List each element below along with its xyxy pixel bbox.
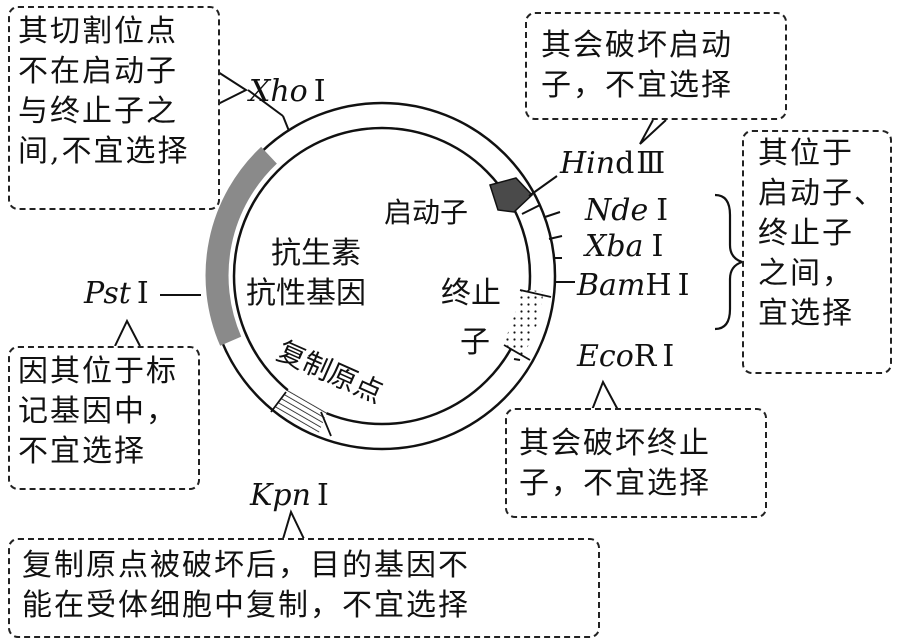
hind-note-pointer: [639, 119, 667, 145]
note-ecor: 其会破坏终止 子，不宜选择: [505, 408, 767, 518]
note-pst: 因其位于标 记基因中， 不宜选择: [8, 346, 200, 490]
antibiotic-label-line1: 抗生素: [271, 236, 361, 271]
replication-origin-segment: [273, 388, 328, 434]
note-hind: 其会破坏启动 子，不宜选择: [525, 12, 787, 120]
site-group-bracket: [714, 193, 746, 331]
kpn-note-pointer: [282, 509, 305, 540]
note-xho: 其切割位点 不在启动子 与终止子之 间,不宜选择: [8, 6, 220, 210]
pst-note-pointer: [114, 318, 141, 347]
note-nde-group: 其位于 启动子、 终止子 之间， 宜选择: [742, 130, 892, 374]
antibiotic-label-line2: 抗性基因: [246, 276, 366, 311]
antibiotic-resistance-segment: [205, 146, 278, 346]
promoter-arrow: [489, 177, 534, 213]
terminator-segment: [502, 288, 544, 356]
terminator-label-line1: 终止: [441, 276, 501, 311]
terminator-label-line2: 子: [460, 325, 490, 360]
xho-note-pointer: [217, 71, 249, 105]
promoter-label: 启动子: [384, 196, 468, 229]
plasmid-inner-ring: [232, 126, 532, 426]
label-hind: HindⅢ: [559, 146, 665, 181]
note-kpn: 复制原点被破坏后，目的基因不 能在受体细胞中复制，不宜选择: [8, 538, 600, 638]
ecor-note-pointer: [591, 379, 619, 411]
